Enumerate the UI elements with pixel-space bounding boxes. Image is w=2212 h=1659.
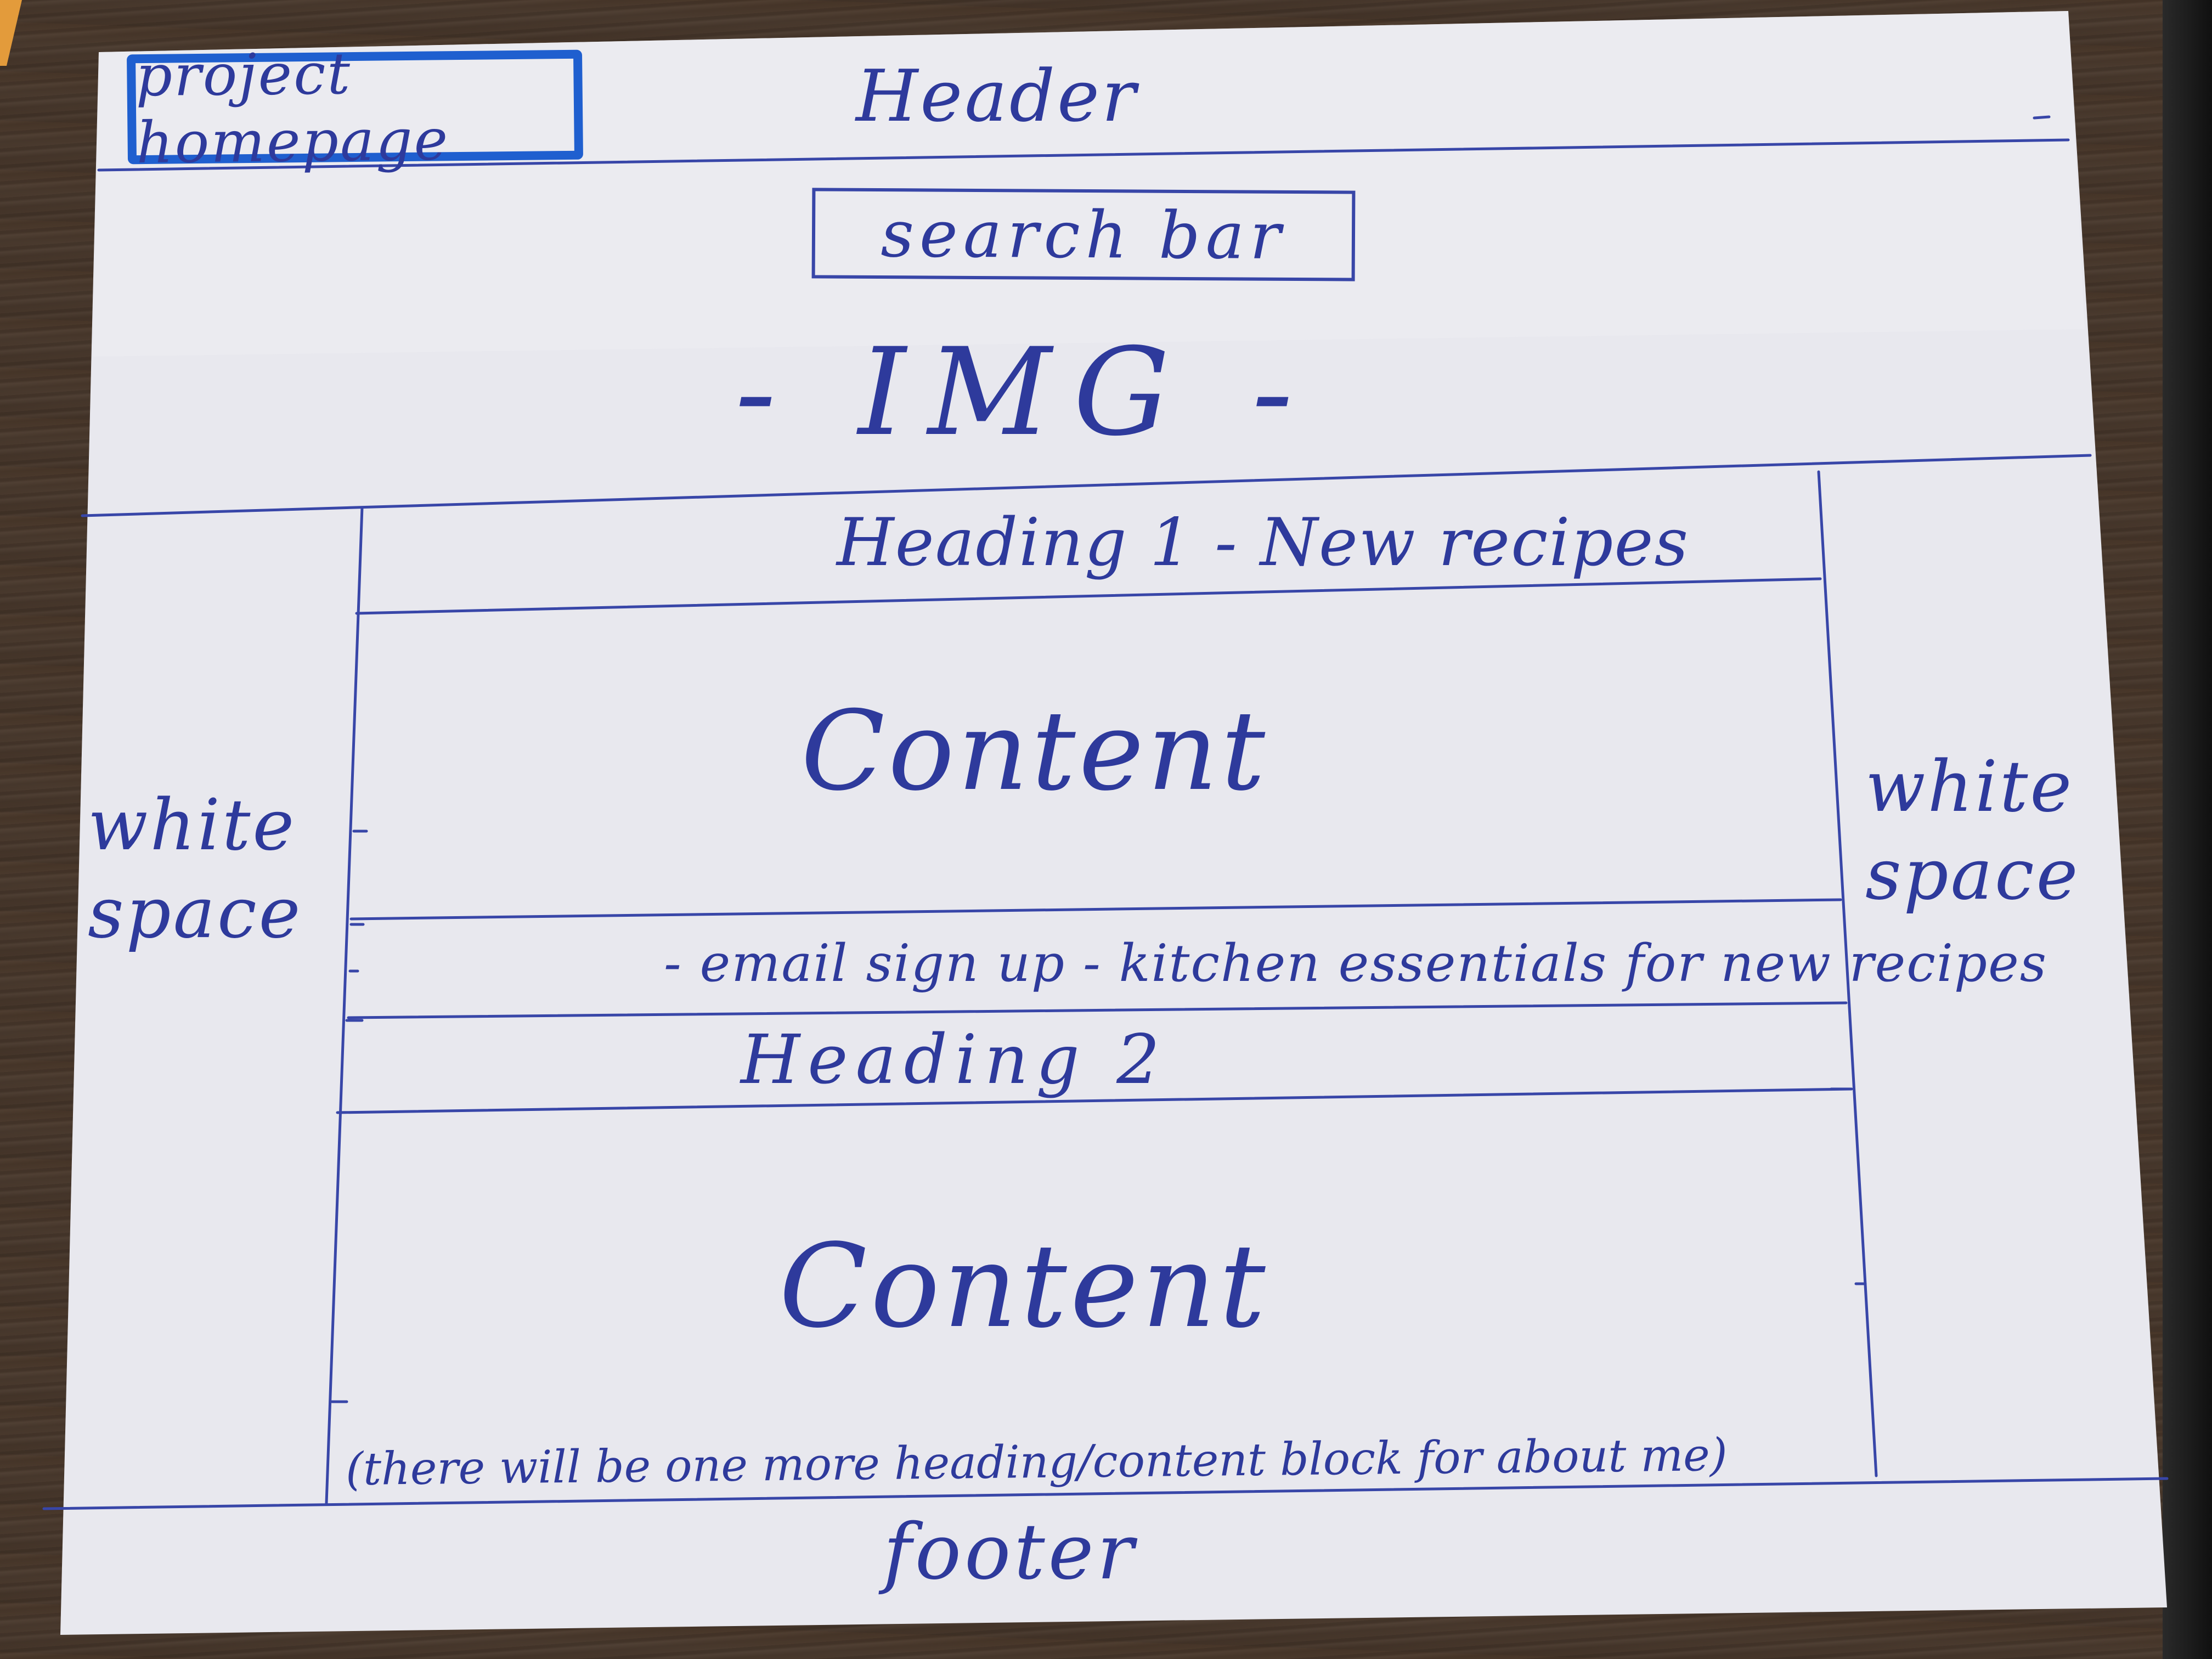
heading1-divider-line: [355, 577, 1822, 615]
table-edge: [2163, 0, 2212, 1659]
search-bar-label: search bar: [881, 195, 1286, 274]
footer-divider-line: [42, 1477, 2169, 1510]
heading1-label: Heading 1 - New recipes: [837, 505, 1690, 581]
email-divider-line: [347, 1001, 1848, 1019]
heading2-label: Heading 2: [741, 1020, 1168, 1099]
hero-divider-line: [81, 454, 2092, 517]
logo-label: project homepage: [135, 40, 450, 177]
content1-label: Content: [801, 687, 1269, 815]
left-whitespace-label: white space: [88, 785, 303, 954]
header-divider-line: [97, 138, 2070, 172]
footer-label: footer: [883, 1508, 1137, 1597]
right-whitespace-label: white space: [1865, 746, 2080, 916]
paper-sheet: [60, 11, 2167, 1635]
heading2-divider-line: [336, 1087, 1853, 1114]
content1-divider-line: [349, 898, 1842, 921]
content2-label: Content: [779, 1219, 1269, 1353]
header-label: Header: [856, 54, 1138, 138]
project-homepage-logo-box[interactable]: project homepage: [126, 40, 584, 176]
search-bar-box[interactable]: search bar: [811, 188, 1356, 281]
left-column-line: [325, 506, 364, 1505]
image-placeholder-label: - IMG -: [735, 322, 1315, 462]
right-column-line: [1817, 470, 1878, 1477]
email-signup-label: - email sign up - kitchen essentials for…: [664, 934, 2047, 994]
